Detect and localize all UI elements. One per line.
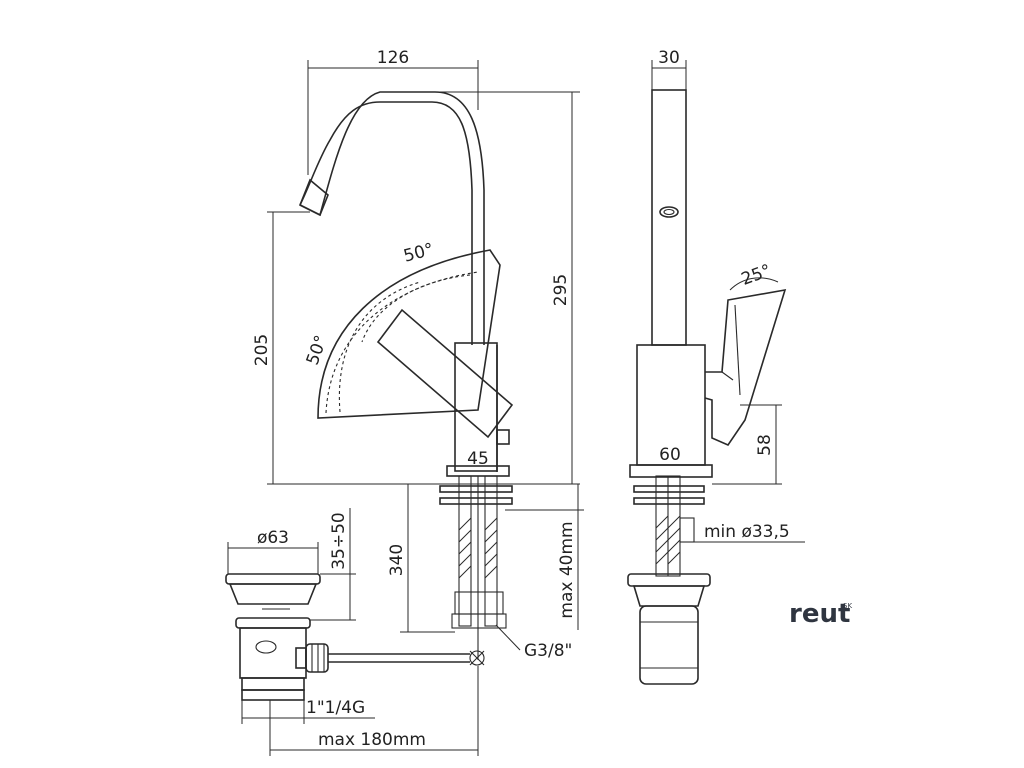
brand-suffix: SK: [843, 602, 852, 610]
angle-50-top: 50°: [402, 240, 436, 267]
dim-1-14g: 1"1/4G: [306, 698, 365, 718]
dim-340: 340: [387, 544, 407, 576]
dim-min-335: min ø33,5: [704, 522, 790, 542]
dim-max-40: max 40mm: [557, 521, 577, 618]
dim-35-50: 35÷50: [329, 512, 349, 570]
dim-126: 126: [377, 48, 409, 68]
dim-60: 60: [659, 445, 681, 465]
dim-o63: ø63: [257, 528, 289, 548]
brand-name: reut: [789, 599, 850, 629]
dim-58: 58: [755, 434, 775, 456]
dim-295: 295: [551, 274, 571, 306]
front-view: [298, 91, 514, 666]
brand-logo: reut SK: [789, 599, 852, 629]
dim-45: 45: [467, 449, 489, 469]
waste-dimensions: ø63 35÷50 1"1/4G max 180mm: [227, 508, 479, 756]
side-hatch: [655, 515, 681, 565]
spout-outline: [299, 91, 485, 345]
front-lever: [376, 308, 514, 439]
front-dimensions: 126 295 205 50° 50° 45 340 max 40mm G3/8…: [252, 48, 584, 661]
side-lever: [704, 288, 787, 446]
angle-25: 25°: [739, 261, 774, 290]
front-hatch: [458, 517, 498, 579]
side-dimensions: 30 25° 58 60 min ø33,5: [651, 48, 805, 543]
dim-205: 205: [252, 334, 272, 366]
dim-max-180: max 180mm: [318, 730, 426, 750]
dim-30: 30: [658, 48, 680, 68]
dim-g38: G3/8": [524, 641, 572, 661]
waste-view: [225, 573, 470, 701]
side-view: [627, 89, 787, 685]
